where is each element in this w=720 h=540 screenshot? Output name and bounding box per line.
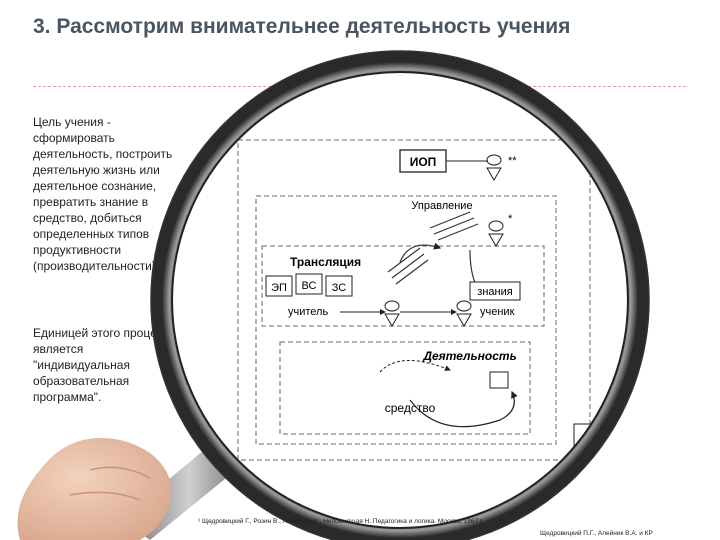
- vs-right-label: ВС: [628, 449, 644, 461]
- footnote-right: Щедровицкий П.Г., Алейник В.А. и КР: [540, 530, 710, 538]
- uchenik-label: ученик: [480, 306, 515, 318]
- footnote-left: ¹ Щедровицкий Г., Розин В., Алексеев Н.,…: [198, 518, 498, 526]
- hand-icon: [18, 438, 171, 540]
- zs-right-label: ЗС: [669, 449, 684, 461]
- single-star: *: [508, 213, 513, 225]
- iop-label: ИОП: [410, 155, 437, 169]
- sredstvo-small-box: [490, 372, 508, 388]
- scheme6-label: схема 6: [650, 489, 680, 498]
- zs-right-box: [660, 440, 692, 466]
- znaniya-label: знания: [477, 286, 512, 298]
- sredstvo-label: средство: [385, 401, 436, 415]
- translyatsiya-label: Трансляция: [290, 255, 361, 269]
- ep-label: ЭП: [271, 282, 287, 294]
- zs-label: ЗС: [332, 282, 347, 294]
- uchitel-label: учитель: [288, 306, 328, 318]
- vs-right-box: [620, 440, 652, 466]
- deyatelnost-label: Деятельность: [422, 349, 516, 363]
- upravlenie-label: Управление: [411, 200, 472, 212]
- double-star: **: [508, 155, 517, 167]
- vs-label: ВС: [302, 280, 317, 292]
